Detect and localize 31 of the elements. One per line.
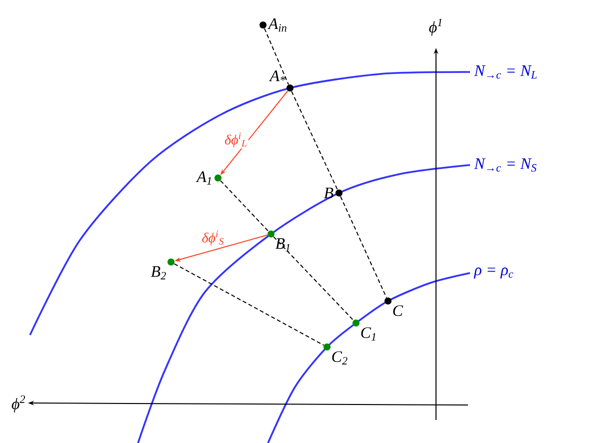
point-label: B$_{1}$	[275, 238, 290, 252]
point-label: B$_{2}$	[150, 266, 166, 280]
curve-label: N$_{→c}$ = N$_{L}$	[474, 65, 537, 79]
dashed-line	[340, 196, 387, 298]
edge-label: δϕ$^{i}$S	[200, 230, 226, 246]
point-label: A$_{*}$	[268, 70, 286, 82]
point	[168, 258, 174, 266]
point	[286, 84, 294, 92]
point	[260, 22, 266, 28]
point-label: C	[393, 305, 404, 316]
point	[214, 174, 222, 182]
dashed-line	[220, 180, 269, 232]
point	[324, 344, 330, 350]
point-label: A$_{in}$	[268, 18, 286, 32]
point	[336, 190, 342, 196]
curve-label: N$_{→c}$ = N$_{S}$	[474, 158, 536, 172]
point	[268, 230, 274, 238]
point	[384, 298, 392, 304]
point	[352, 320, 360, 326]
point-label: C$_{2}$	[332, 351, 348, 364]
axis-label: ϕ$^{2}$	[12, 395, 26, 413]
point-label: B	[324, 188, 334, 198]
axis-label: ϕ$^{1}$	[429, 18, 442, 36]
dashed-line	[174, 263, 324, 346]
curve-label: ρ = ρ$_{c}$	[474, 268, 514, 278]
edge-label: δϕ$^{i}$L	[224, 132, 248, 148]
point-label: A$_{1}$	[196, 171, 211, 185]
point-label: C$_{1}$	[361, 327, 376, 340]
dashed-line	[264, 28, 290, 86]
dashed-line	[291, 90, 338, 190]
dashed-line	[273, 236, 354, 321]
